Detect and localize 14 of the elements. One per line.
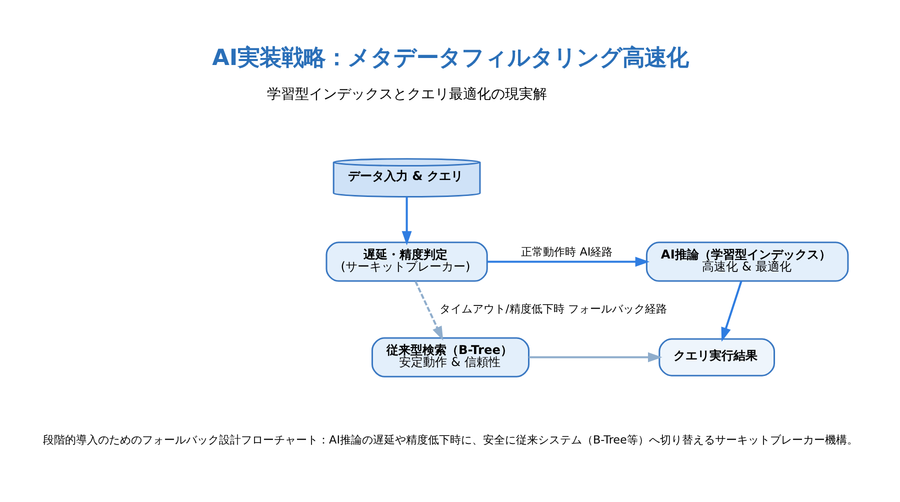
node-box: 従来型検索（B-Tree） 安定動作 & 信頼性 [370, 336, 530, 377]
node-box: クエリ実行結果 [658, 338, 775, 376]
edge-label: タイムアウト/精度低下時 フォールバック経路 [439, 302, 666, 315]
caption: 段階的導入のためのフォールバック設計フローチャート：AI推論の遅延や精度低下時に、安全に従来システム（B-Tree等）へ切り替えるサーキットブレーカー機構。 [42, 432, 858, 446]
arrow [720, 280, 742, 342]
label: 学習型インデックスとクエリ最適化の現実解 [266, 86, 546, 102]
arrow [414, 280, 443, 340]
node-box: 遅延・精度判定 (サーキットブレーカー) [325, 241, 488, 282]
arrow [401, 196, 412, 245]
edge-label: 正常動作時 AI経路 [520, 244, 612, 258]
node-box: AI推論（学習型インデックス） 高速化 & 最適化 [645, 241, 848, 282]
diagram-title: AI実装戦略：メタデータフィルタリング高速化 [212, 44, 688, 71]
arrow [528, 352, 662, 362]
arrow [487, 256, 650, 266]
